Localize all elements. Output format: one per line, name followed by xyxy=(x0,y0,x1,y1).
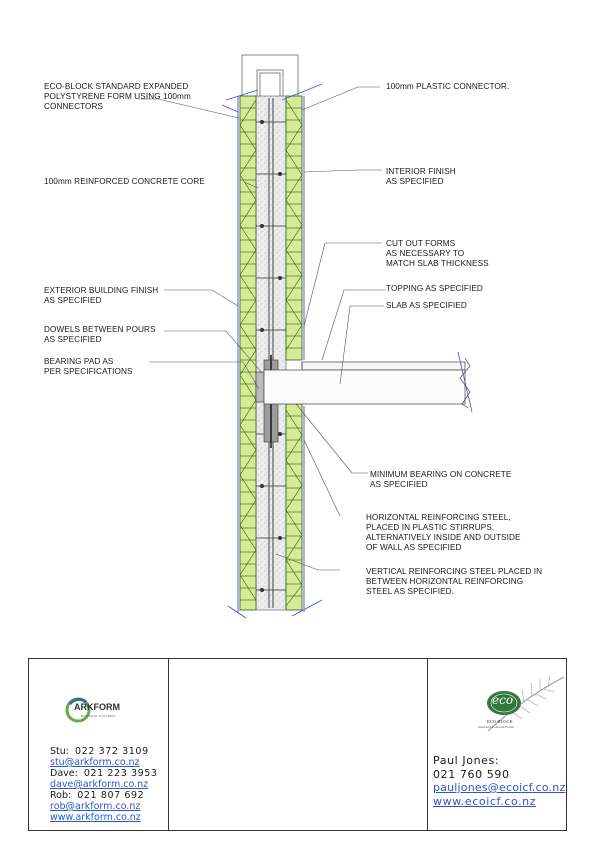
wall-section-drawing xyxy=(139,54,473,619)
label-slab: SLAB AS SPECIFIED xyxy=(386,301,467,310)
arkform-logo-sub: BUILDING SYSTEMS xyxy=(81,714,116,718)
label-vertical-steel: VERTICAL REINFORCING STEEL PLACED IN BET… xyxy=(366,567,543,596)
title-block-empty-panel xyxy=(169,659,427,830)
arkform-logo: ARKFORM BUILDING SYSTEMS xyxy=(65,696,135,724)
contact-phone: 022 372 3109 xyxy=(75,746,149,757)
contact-name: Dave: xyxy=(50,768,78,779)
label-interior-finish: INTERIOR FINISH AS SPECIFIED xyxy=(386,167,456,186)
title-block: ARKFORM BUILDING SYSTEMS Stu: 022 372 31… xyxy=(28,658,567,831)
contact-phone: 021 807 692 xyxy=(77,790,145,801)
arkform-logo-mark xyxy=(65,697,91,723)
horizontal-reinforcing-steel xyxy=(260,120,282,592)
label-eco-block-form: ECO-BLOCK STANDARD EXPANDED POLYSTYRENE … xyxy=(44,82,191,111)
contact-stu: Stu: 022 372 3109 xyxy=(50,746,158,757)
concrete-core xyxy=(255,95,287,611)
eco-contact: Paul Jones: 021 760 590 pauljones@ecoicf… xyxy=(433,754,565,808)
eco-block-logo: eco ECO-BLOCK Insulated Concrete Forms xyxy=(468,673,566,735)
label-exterior-finish: EXTERIOR BUILDING FINISH AS SPECIFIED xyxy=(44,286,159,305)
eco-contact-name: Paul Jones: xyxy=(433,754,500,767)
floor-slab xyxy=(263,351,473,413)
eco-panel: eco ECO-BLOCK Insulated Concrete Forms P… xyxy=(428,659,567,830)
label-dowels: DOWELS BETWEEN POURS AS SPECIFIED xyxy=(44,325,156,344)
eco-logo-line2: Insulated Concrete Forms xyxy=(478,725,515,729)
website-link[interactable]: www.ecoicf.co.nz xyxy=(433,794,537,808)
email-link[interactable]: pauljones@ecoicf.co.nz xyxy=(433,781,566,794)
eco-contact-phone: 021 760 590 xyxy=(433,767,510,781)
contact-dave: Dave: 021 223 3953 xyxy=(50,768,158,779)
label-concrete-core: 100mm REINFORCED CONCRETE CORE xyxy=(44,177,205,186)
contact-rob: Rob: 021 807 692 xyxy=(50,790,158,801)
contact-name: Rob: xyxy=(50,790,72,801)
email-link[interactable]: dave@arkform.co.nz xyxy=(50,779,149,790)
eco-logo-text: eco xyxy=(492,693,514,707)
email-link[interactable]: stu@arkform.co.nz xyxy=(50,757,140,768)
leader-lines xyxy=(139,86,386,571)
eco-logo-line1: ECO-BLOCK xyxy=(487,719,513,724)
bearing-pad xyxy=(255,371,265,403)
exterior-eps-panel xyxy=(239,95,257,611)
website-link[interactable]: www.arkform.co.nz xyxy=(50,812,141,823)
label-bearing-pad: BEARING PAD AS PER SPECIFICATIONS xyxy=(44,357,133,376)
label-plastic-connector: 100mm PLASTIC CONNECTOR. xyxy=(386,82,510,91)
interior-eps-panel xyxy=(285,95,303,611)
arkform-panel: ARKFORM BUILDING SYSTEMS Stu: 022 372 31… xyxy=(29,659,168,830)
label-minimum-bearing: MINIMUM BEARING ON CONCRETE AS SPECIFIED xyxy=(370,470,512,489)
arkform-logo-text: ARKFORM xyxy=(74,702,120,712)
fern-leaf-icon xyxy=(487,675,565,732)
label-cut-out-forms: CUT OUT FORMS AS NECESSARY TO MATCH SLAB… xyxy=(386,239,489,268)
email-link[interactable]: rob@arkform.co.nz xyxy=(50,801,141,812)
label-topping: TOPPING AS SPECIFIED xyxy=(386,284,483,293)
contact-name: Stu: xyxy=(50,746,69,757)
contact-phone: 021 223 3953 xyxy=(83,768,158,779)
arkform-contacts: Stu: 022 372 3109 stu@arkform.co.nz Dave… xyxy=(50,746,158,823)
label-horizontal-steel: HORIZONTAL REINFORCING STEEL, PLACED IN … xyxy=(366,513,521,552)
